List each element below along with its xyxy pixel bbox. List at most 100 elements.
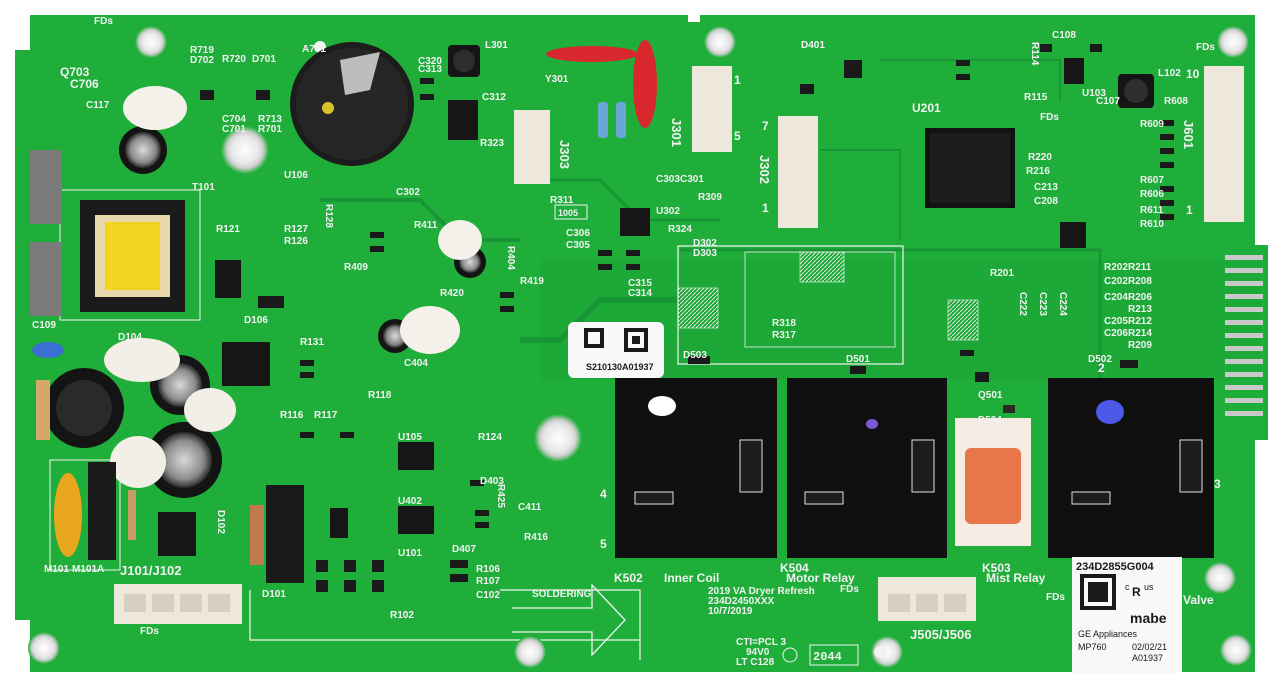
refdes-r211: R211 — [1128, 262, 1152, 273]
refdes-r106: R106 — [476, 564, 500, 575]
refdes-u402: U402 — [398, 496, 422, 507]
pin-k503-3: 3 — [1214, 477, 1221, 491]
ul-c: c — [1125, 582, 1130, 592]
refdes-m101: M101 — [44, 564, 69, 575]
refdes-d101: D101 — [262, 589, 286, 600]
refdes-r128: R128 — [323, 204, 334, 228]
refdes-c223: C223 — [1037, 292, 1048, 316]
smd-components — [200, 44, 1174, 592]
mounting-holes — [28, 26, 1252, 668]
part-number: 234D2855G004 — [1076, 561, 1155, 573]
board-note-2: 234D2450XXX — [708, 596, 774, 607]
refdes-r309: R309 — [698, 192, 722, 203]
refdes-d401: D401 — [801, 40, 825, 51]
refdes-c411: C411 — [518, 502, 542, 513]
fiducial-2: FDs — [1196, 42, 1215, 53]
ul-r: R — [1132, 585, 1141, 599]
refdes-d702: D702 — [190, 55, 214, 66]
refdes-l301: L301 — [485, 40, 508, 51]
refdes-d102: D102 — [215, 510, 226, 534]
pin-j601-10: 10 — [1186, 67, 1200, 81]
pin-k503-2: 2 — [1098, 361, 1105, 375]
refdes-r126: R126 — [284, 236, 308, 247]
refdes-r201: R201 — [990, 268, 1014, 279]
disc-capacitors — [32, 342, 82, 557]
refdes-c315: C315 — [628, 278, 652, 289]
refdes-r220: R220 — [1028, 152, 1052, 163]
inner-coil-label: Inner Coil — [664, 571, 719, 585]
refdes-r206: R206 — [1128, 292, 1152, 303]
refdes-u105: U105 — [398, 432, 422, 443]
refdes-r311: R311 — [550, 195, 574, 206]
pin-j302-1: 1 — [762, 201, 769, 215]
soldering-label: SOLDERING — [532, 589, 592, 600]
refdes-c109: C109 — [32, 320, 56, 331]
refdes-c208: C208 — [1034, 196, 1058, 207]
refdes-r107: R107 — [476, 576, 500, 587]
refdes-c204: C204 — [1104, 292, 1128, 303]
refdes-r608: R608 — [1164, 96, 1188, 107]
soldering-arrow — [512, 583, 626, 657]
refdes-r411: R411 — [414, 220, 438, 231]
refdes-r127: R127 — [284, 224, 308, 235]
refdes-r425: R425 — [495, 484, 506, 508]
refdes-c303: C303 — [656, 174, 680, 185]
k504-label: K504 — [780, 561, 809, 575]
refdes-d302: D302 — [693, 238, 717, 249]
refdes-l102: L102 — [1158, 68, 1181, 79]
motor-relay-label: Motor Relay — [786, 571, 855, 585]
refdes-c117: C117 — [86, 100, 110, 111]
refdes-d407: D407 — [452, 544, 476, 555]
refdes-m101a: M101A — [72, 564, 104, 575]
refdes-u302: U302 — [656, 206, 680, 217]
relays — [615, 378, 1214, 558]
refdes-d501: D501 — [846, 354, 870, 365]
refdes-r610: R610 — [1140, 219, 1164, 230]
refdes-r318: R318 — [772, 318, 796, 329]
k503-label: K503 — [982, 561, 1011, 575]
refdes-u101: U101 — [398, 548, 422, 559]
refdes-r404: R404 — [505, 246, 516, 270]
edge-connector-pins — [1225, 255, 1263, 416]
crystal-label: 1005 — [558, 208, 578, 218]
refdes-u103: U103 — [1082, 88, 1106, 99]
transformer — [80, 200, 185, 312]
refdes-c205: C205 — [1104, 316, 1128, 327]
fiducial-3: FDs — [1040, 112, 1059, 123]
refdes-r720: R720 — [222, 54, 246, 65]
refdes-a701: A701 — [302, 44, 326, 55]
fiducial-5: FDs — [140, 626, 159, 637]
refdes-r409: R409 — [344, 262, 368, 273]
date-code: 2044 — [813, 650, 842, 664]
cti-label: CTI=PCL 3 — [736, 637, 787, 648]
refdes-r116: R116 — [280, 410, 304, 421]
integrated-circuits — [158, 58, 1086, 556]
refdes-c306: C306 — [566, 228, 590, 239]
refdes-r124: R124 — [478, 432, 502, 443]
board-note-3: 10/7/2019 — [708, 606, 753, 617]
through-hole-resistors — [598, 102, 1015, 413]
refdes-r214: R214 — [1128, 328, 1152, 339]
refdes-r719: R719 — [190, 45, 214, 56]
label-date: 02/02/21 — [1132, 642, 1167, 652]
buzzer — [290, 42, 414, 166]
refdes-r713: R713 — [258, 114, 282, 125]
j302-label: J302 — [757, 155, 772, 184]
j505-label: J505/J506 — [910, 627, 971, 642]
refdes-t101: T101 — [192, 182, 215, 193]
fuse — [88, 462, 304, 583]
pin-k502-4: 4 — [600, 487, 607, 501]
refdes-d403: D403 — [480, 476, 504, 487]
fiducial-4: FDs — [840, 584, 859, 595]
refdes-c108: C108 — [1052, 30, 1076, 41]
j601-label: J601 — [1181, 120, 1196, 149]
board-note-1: 2019 VA Dryer Refresh — [708, 586, 815, 597]
part-number-label — [1072, 557, 1182, 673]
refdes-y301: Y301 — [545, 74, 569, 85]
fiducial-6: FDs — [1046, 592, 1065, 603]
red-capacitor — [546, 40, 657, 128]
refdes-c102: C102 — [476, 590, 500, 601]
refdes-r209: R209 — [1128, 340, 1152, 351]
pin-j302-7: 7 — [762, 119, 769, 133]
